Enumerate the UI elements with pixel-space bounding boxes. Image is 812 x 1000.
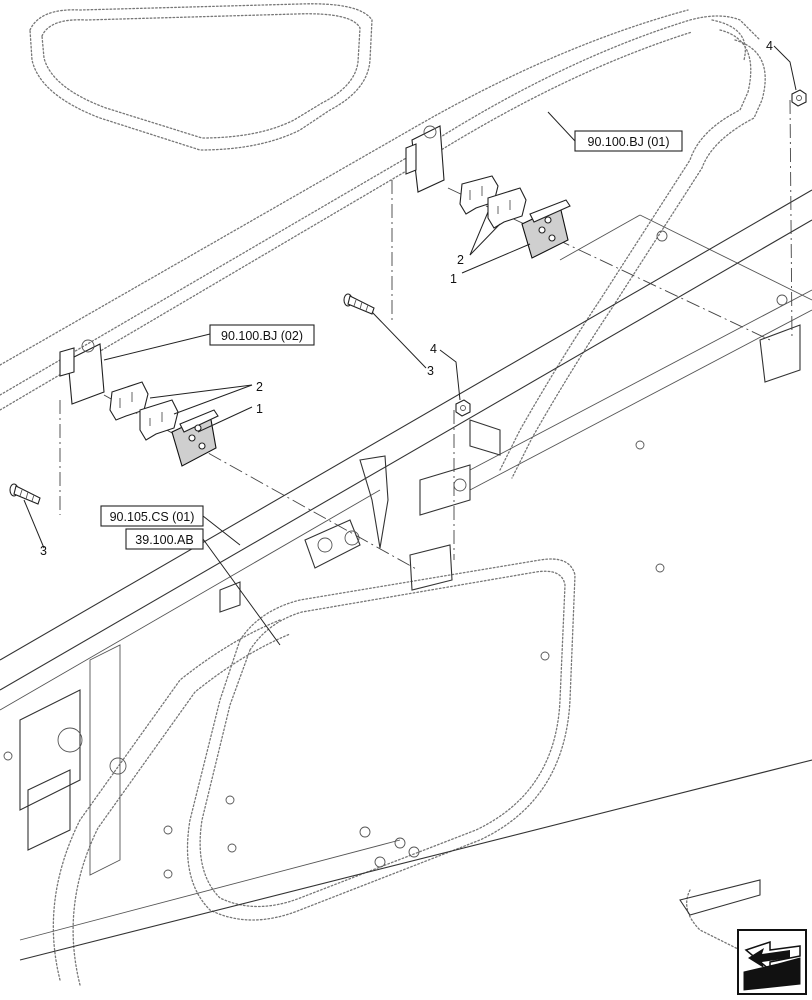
ref-box-90-100-bj-01[interactable]: 90.100.BJ (01)	[574, 130, 683, 152]
next-page-arrow-icon[interactable]	[737, 929, 807, 995]
upper-spacer-plates	[459, 175, 527, 229]
callout-upper-1: 1	[450, 272, 457, 286]
callout-left-3: 3	[40, 544, 47, 558]
callout-upper-2: 2	[457, 253, 464, 267]
ref-box-39-100-ab[interactable]: 39.100.AB	[125, 528, 204, 550]
lower-bracket-block	[171, 409, 219, 467]
cab-body-outline	[0, 3, 812, 986]
callout-right-4: 4	[766, 39, 773, 53]
ref-label-90-105-cs-01: 90.105.CS (01)	[110, 510, 195, 524]
roof-hinge-lower	[59, 339, 105, 405]
ref-label-39-100-ab: 39.100.AB	[135, 533, 193, 547]
ref-label-90-100-bj-01: 90.100.BJ (01)	[588, 135, 670, 149]
callout-center-4: 4	[430, 342, 437, 356]
callout-lower-1: 1	[256, 402, 263, 416]
roof-hinge-upper	[405, 125, 445, 193]
center-screw	[343, 293, 375, 315]
left-screw	[9, 483, 41, 505]
upper-bracket-block	[521, 199, 571, 259]
callout-numbers: 2 1 2 1 3 4 3 4	[40, 39, 773, 558]
lower-spacer-plates	[109, 381, 179, 441]
ref-box-90-105-cs-01[interactable]: 90.105.CS (01)	[100, 505, 204, 527]
callout-center-3: 3	[427, 364, 434, 378]
callout-lower-2: 2	[256, 380, 263, 394]
reference-leaders	[103, 111, 576, 646]
callout-leaders	[23, 45, 797, 549]
ref-label-90-100-bj-02: 90.100.BJ (02)	[221, 329, 303, 343]
right-nut	[791, 89, 807, 107]
ref-box-90-100-bj-02[interactable]: 90.100.BJ (02)	[209, 324, 315, 346]
center-nut	[455, 399, 471, 417]
